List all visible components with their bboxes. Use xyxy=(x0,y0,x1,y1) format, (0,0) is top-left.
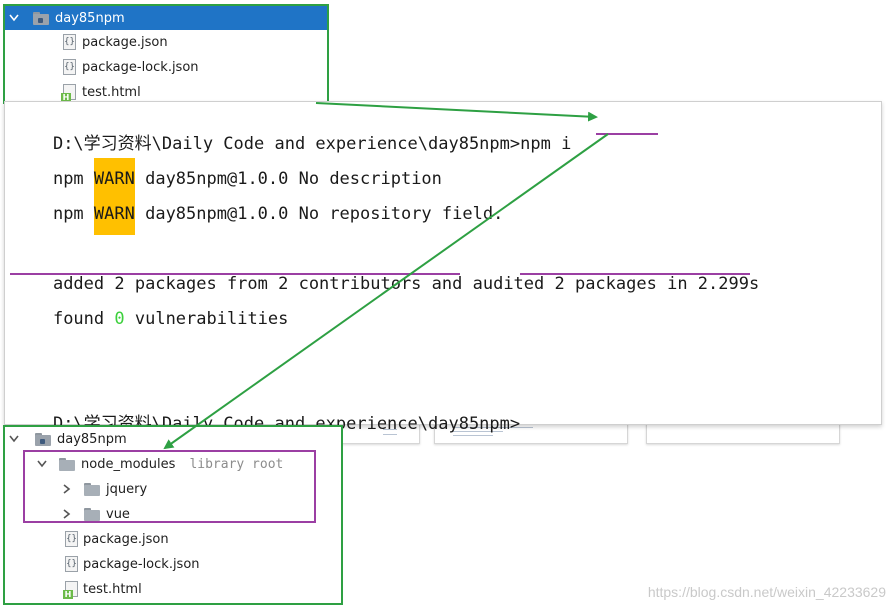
tree-file[interactable]: {} package.json xyxy=(5,527,341,551)
tree-file-label: test.html xyxy=(82,84,141,100)
tree-file-label: package.json xyxy=(83,531,169,547)
tree-file[interactable]: {} package-lock.json xyxy=(5,55,327,79)
tree-root-folder[interactable]: day85npm xyxy=(5,427,341,451)
top-project-tree: day85npm {} package.json {} package-lock… xyxy=(3,4,329,104)
chevron-down-icon[interactable] xyxy=(7,432,21,446)
tree-file[interactable]: {} package-lock.json xyxy=(5,552,341,576)
npm-prefix: npm xyxy=(52,204,94,224)
folder-icon xyxy=(35,432,51,446)
folder-icon xyxy=(59,457,75,471)
tree-root-label: day85npm xyxy=(55,10,125,26)
tree-root-label: day85npm xyxy=(57,431,127,447)
conjunction-text: and xyxy=(421,274,473,294)
chevron-down-icon[interactable] xyxy=(7,11,21,25)
tree-file-label: package-lock.json xyxy=(82,59,199,75)
terminal-line: D:\学习资料\Daily Code and experience\day85n… xyxy=(12,388,520,434)
terminal-window[interactable]: D:\学习资料\Daily Code and experience\day85n… xyxy=(4,101,882,434)
tree-folder-label: jquery xyxy=(106,481,148,497)
tree-root-folder[interactable]: day85npm xyxy=(5,6,327,30)
json-file-icon: {} xyxy=(63,34,76,50)
found-text: found xyxy=(52,309,115,329)
json-file-icon: {} xyxy=(63,59,76,75)
library-root-hint: library root xyxy=(189,456,284,472)
tree-folder-label: node_modules xyxy=(81,456,176,472)
folder-icon xyxy=(84,482,100,496)
html-file-icon: H xyxy=(61,84,76,102)
chevron-right-icon[interactable] xyxy=(60,507,74,521)
tree-file[interactable]: H test.html xyxy=(5,80,327,104)
tree-folder-node-modules[interactable]: node_modules library root xyxy=(5,452,341,476)
terminal-command: npm i xyxy=(520,134,572,154)
watermark: https://blog.csdn.net/weixin_42233629 xyxy=(647,584,886,600)
vulnerability-count: 0 xyxy=(114,309,125,329)
chevron-right-icon[interactable] xyxy=(60,482,74,496)
warn-badge: WARN xyxy=(93,193,135,235)
warn-message: day85npm@1.0.0 No repository field. xyxy=(134,204,504,224)
node-modules-highlight-box xyxy=(23,450,316,523)
folder-icon xyxy=(33,11,49,25)
tree-file[interactable]: {} package.json xyxy=(5,30,327,54)
tree-file[interactable]: H test.html xyxy=(5,577,341,601)
install-time: in 2.299s xyxy=(656,274,760,294)
audited-summary: audited 2 packages xyxy=(472,274,657,294)
html-file-icon: H xyxy=(63,581,78,599)
tree-file-label: package.json xyxy=(82,34,168,50)
terminal-line: npm WARN day85npm@1.0.0 No description xyxy=(12,143,442,200)
json-file-icon: {} xyxy=(65,531,78,547)
json-file-icon: {} xyxy=(65,556,78,572)
bottom-project-tree: day85npm node_modules library root jquer… xyxy=(3,425,343,605)
tree-folder[interactable]: jquery xyxy=(5,477,341,501)
terminal-line: added 2 packages from 2 contributors and… xyxy=(12,248,759,294)
tree-file-label: test.html xyxy=(83,581,142,597)
vulnerabilities-text: vulnerabilities xyxy=(124,309,289,329)
tree-folder[interactable]: vue xyxy=(5,502,341,526)
terminal-line: D:\学习资料\Daily Code and experience\day85n… xyxy=(12,108,571,154)
npm-prefix: npm xyxy=(52,169,94,189)
terminal-line: npm WARN day85npm@1.0.0 No repository fi… xyxy=(12,178,503,235)
tree-file-label: package-lock.json xyxy=(83,556,200,572)
folder-icon xyxy=(84,507,100,521)
terminal-line: found 0 vulnerabilities xyxy=(12,283,288,329)
tree-folder-label: vue xyxy=(106,506,130,522)
chevron-down-icon[interactable] xyxy=(35,457,49,471)
